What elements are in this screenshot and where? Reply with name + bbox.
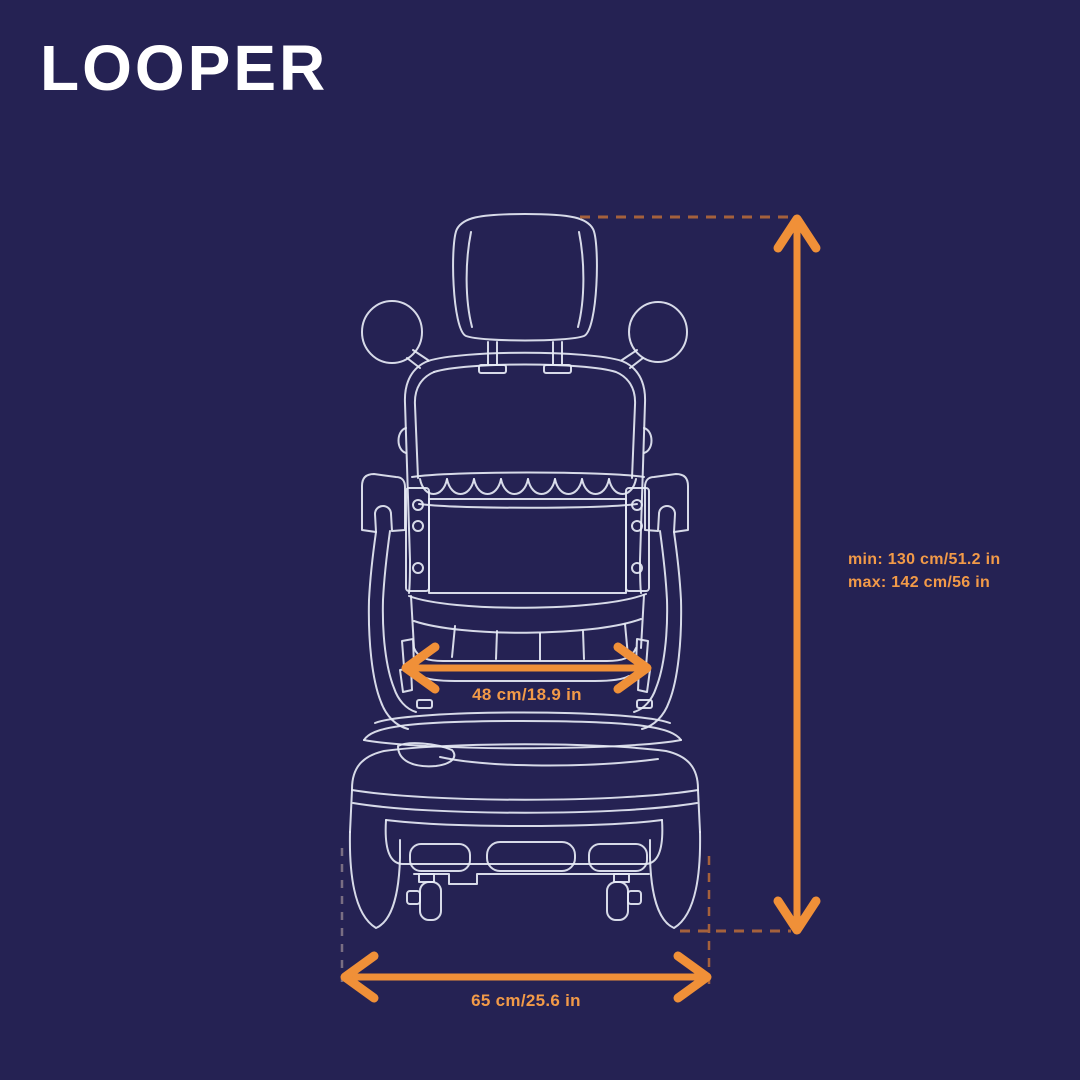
seat-width-label: 48 cm/18.9 in [472,685,582,704]
mirror-left [361,300,429,369]
wheel-right [606,873,642,921]
fender-left [348,831,401,929]
overall-width-arrow [340,951,712,1003]
backrest-pleats [411,471,645,509]
dimension-arrows [340,214,821,1003]
product-title: LOOPER [40,32,329,104]
seat-back [397,351,653,594]
seat-swivel-base [363,699,682,750]
height-min-label: min: 130 cm/51.2 in [848,551,1001,568]
armrest-left [361,473,417,730]
chassis-body [349,789,701,885]
height-label: min: 130 cm/51.2 in max: 142 cm/56 in [848,548,1000,594]
seat-width-arrow [401,642,652,694]
height-max-label: max: 142 cm/56 in [848,574,991,591]
fender-right [649,831,702,929]
back-mounting-panel [405,487,650,594]
extension-lines [340,215,791,992]
height-arrow [773,214,821,935]
scooter-line-drawing [348,213,702,929]
wheel-left [406,873,442,921]
deck [351,742,699,790]
overall-width-label: 65 cm/25.6 in [471,991,581,1010]
mirror-right [621,301,688,369]
headrest [452,213,598,374]
